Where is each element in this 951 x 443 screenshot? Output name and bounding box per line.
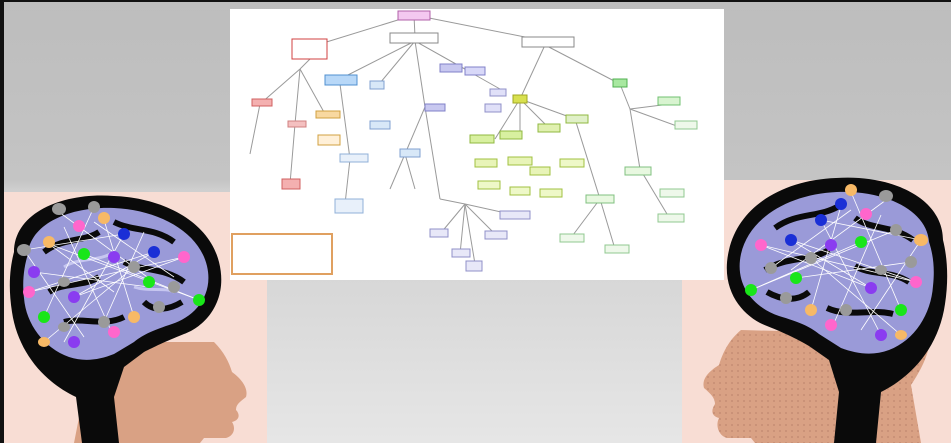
- concept-map-image: [230, 9, 724, 280]
- concept-map-nodes: [231, 10, 698, 275]
- brain-folds: [42, 219, 186, 325]
- left-head-icon: [9, 195, 247, 443]
- network-nodes: [745, 184, 928, 341]
- network-nodes: [17, 201, 205, 348]
- concept-map-diagram: [231, 10, 698, 275]
- right-head-icon: [703, 177, 948, 443]
